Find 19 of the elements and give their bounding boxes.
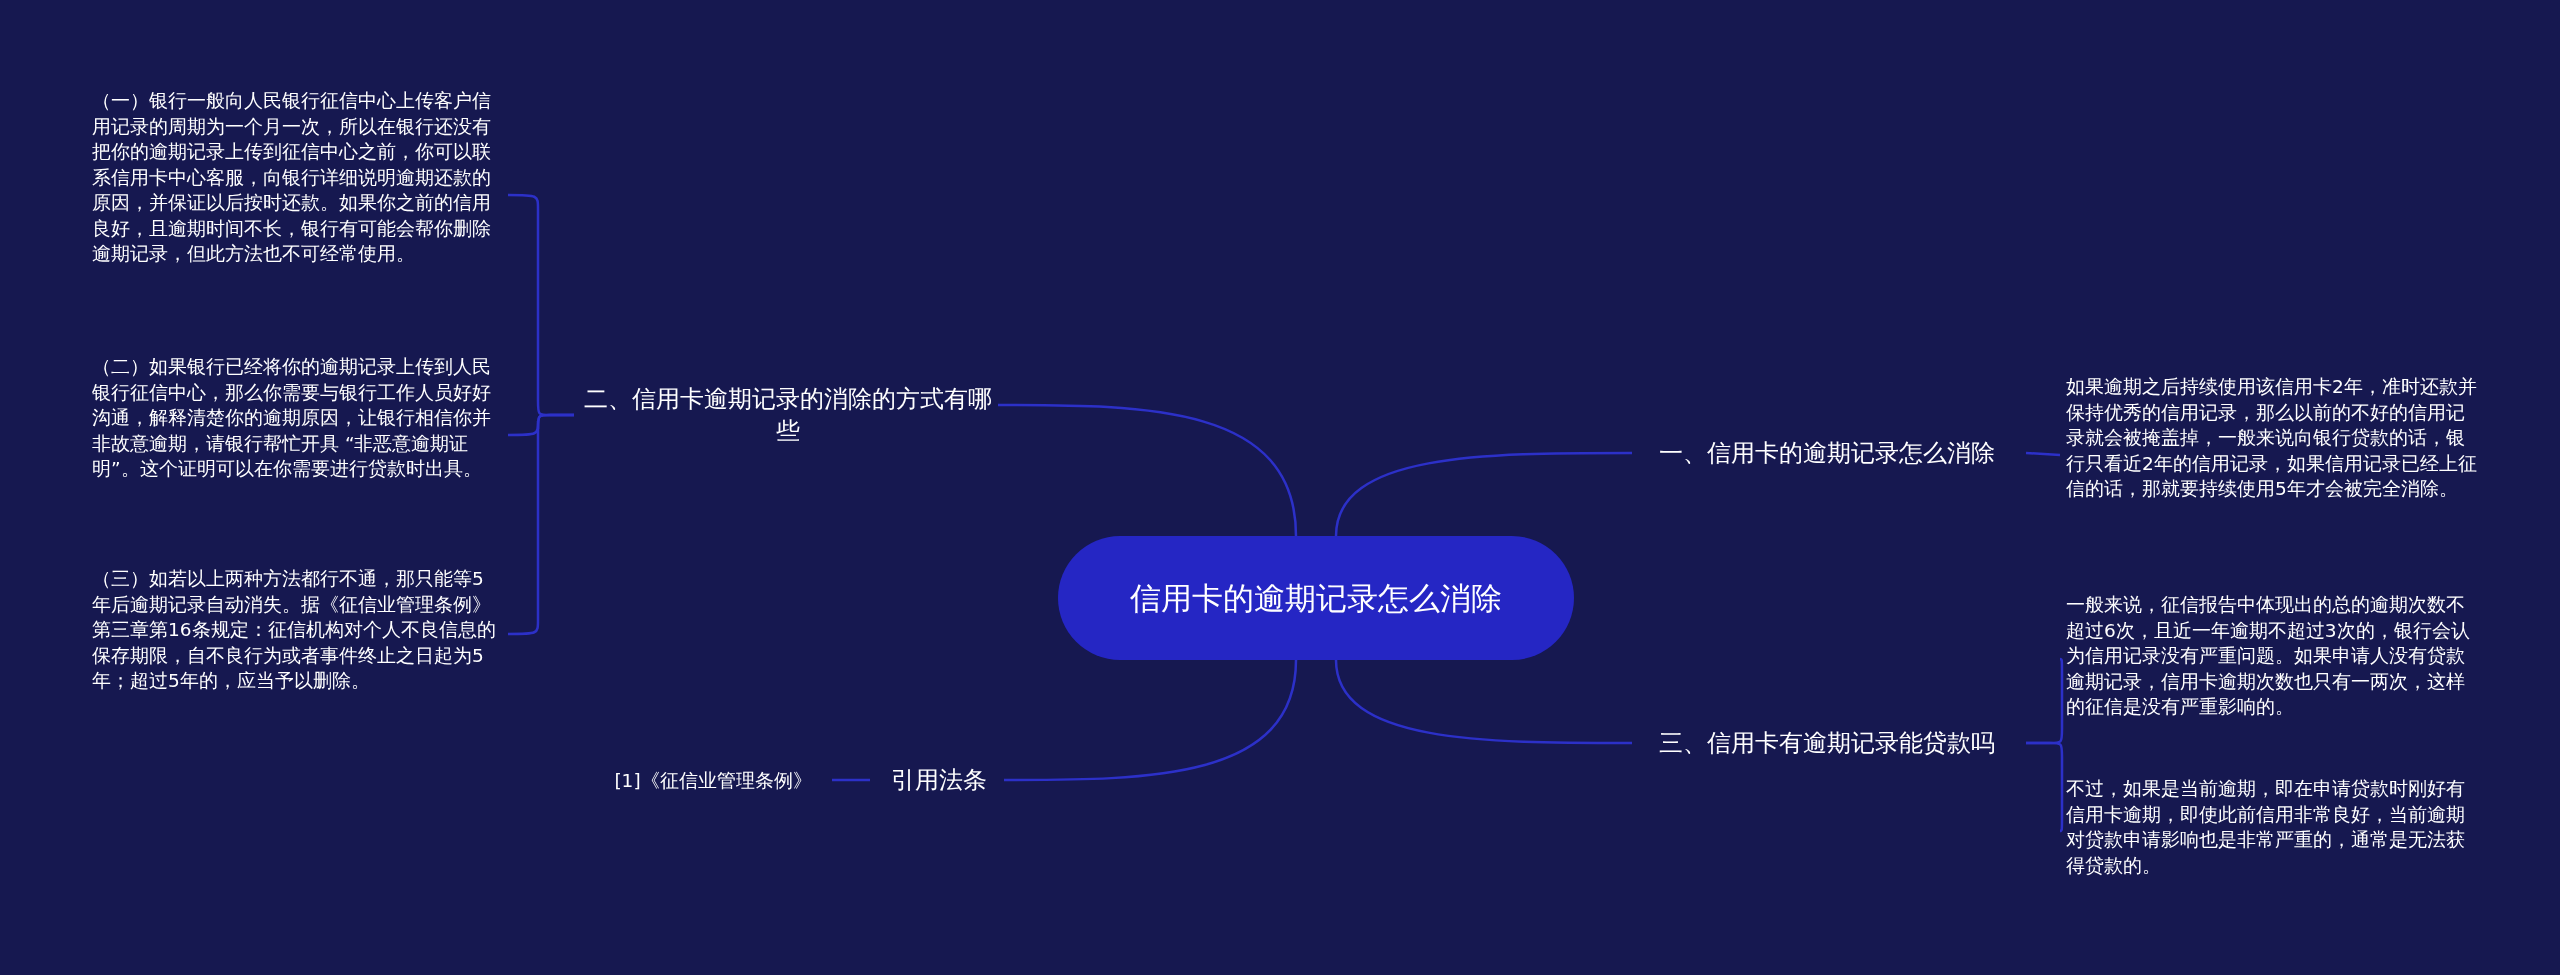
connector-line <box>2025 451 2061 457</box>
connector-line <box>1004 659 1298 782</box>
topic-label: 三、信用卡有逾期记录能贷款吗 <box>1632 723 2022 763</box>
connector-line <box>1334 451 1632 537</box>
note-text: 一般来说，征信报告中体现出的总的逾期次数不超过6次，且近一年逾期不超过3次的，银行会认为信用记录没有严重问题。如果申请人没有贷款逾期记录，信用卡逾期次数也只有一两次，这样的征信是没有严重影响的。 <box>2066 592 2478 726</box>
note-text: 不过，如果是当前逾期，即在申请贷款时刚好有信用卡逾期，即使此前信用非常良好，当前逾期对贷款申请影响也是非常严重的，通常是无法获得贷款的。 <box>2066 776 2478 886</box>
topic-label: 引用法条 <box>874 760 1004 800</box>
central-topic-pill: 信用卡的逾期记录怎么消除 <box>1058 536 1574 660</box>
reference-text: [1]《征信业管理条例》 <box>600 762 826 798</box>
topic-label: 一、信用卡的逾期记录怎么消除 <box>1632 433 2022 473</box>
note-text: 如果逾期之后持续使用该信用卡2年，准时还款并保持优秀的信用记录，那么以前的不好的信用记录就会被掩盖掉，一般来说向银行贷款的话，银行只看近2年的信用记录，如果信用记录已经上征信的话，那就要持续使用5年才会被完全消除。 <box>2066 374 2478 536</box>
topic-label: 二、信用卡逾期记录的消除的方式有哪些 <box>578 378 998 452</box>
connector-line <box>832 778 870 782</box>
note-text: （一）银行一般向人民银行征信中心上传客户信用记录的周期为一个月一次，所以在银行还没有把你的逾期记录上传到征信中心之前，你可以联系信用卡中心客服，向银行详细说明逾期还款的原因，并保证以后按时还款。如果你之前的信用良好，且逾期时间不长，银行有可能会帮你删除逾期记录，但此方法也不可经常使用。 <box>92 88 502 302</box>
connector-line <box>1334 659 1632 745</box>
connector-line <box>2026 741 2064 832</box>
connector-line <box>998 403 1298 537</box>
note-text: （二）如果银行已经将你的逾期记录上传到人民银行征信中心，那么你需要与银行工作人员好好沟通，解释清楚你的逾期原因，让银行相信你并非故意逾期，请银行帮忙开具 “非恶意逾期证明”。这个证明可以在你需要进行贷款时出具。 <box>92 354 502 516</box>
note-text: （三）如若以上两种方法都行不通，那只能等5年后逾期记录自动消失。据《征信业管理条例》第三章第16条规定：征信机构对个人不良信息的保存期限，自不良行为或者事件终止之日起为5年；超过5年的，应当予以删除。 <box>92 566 502 702</box>
